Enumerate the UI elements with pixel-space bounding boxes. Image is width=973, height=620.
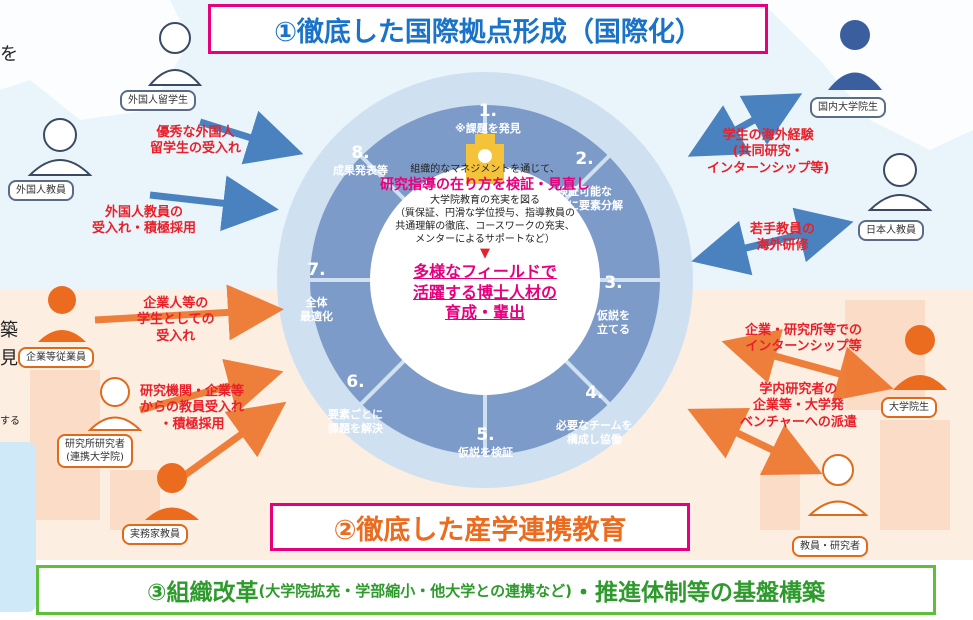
segment-4: 4. 必要なチームを 構成し協働 xyxy=(556,368,633,447)
label-faculty-from-corp: 研究機関・企業等 からの教員受入れ ・積極採用 xyxy=(140,384,245,432)
segment-5-number: 5. xyxy=(476,425,495,445)
grad-student-avatar xyxy=(893,325,947,390)
segment-2-text: 検証可能な 問いに要素分解 xyxy=(546,184,623,212)
person-grad-student: 大学院生 xyxy=(881,395,937,418)
person-jp-faculty: 日本人教員 xyxy=(858,218,924,241)
center-line-4c: メンターによるサポートなど） xyxy=(415,234,555,246)
banner-organizational-reform: ③組織改革 (大学院拡充・学部縮小・他大学との連携など) ・推進体制等の基盤構築 xyxy=(36,565,936,615)
arrow-intl-students xyxy=(198,110,304,165)
intl-faculty-label: 外国人教員 xyxy=(8,180,74,201)
intl-faculty-avatar xyxy=(27,118,93,176)
domestic-grad-label: 国内大学院生 xyxy=(810,97,886,118)
cropped-text-mid-a: 築 xyxy=(0,320,18,341)
label-internship: 企業・研究所等での インターンシップ等 xyxy=(745,323,863,355)
person-intl-student: 外国人留学生 xyxy=(120,88,196,111)
person-research-inst: 研究所研究者 (連携大学院) xyxy=(57,434,133,468)
banner3-tail: ・推進体制等の基盤構築 xyxy=(572,580,826,606)
intl-student-label: 外国人留学生 xyxy=(120,90,196,111)
label-dispatch: 学内研究者の 企業等・大学発 ベンチャーへの派遣 xyxy=(740,382,857,430)
label-young-faculty: 若手教員の 海外研修 xyxy=(750,222,816,254)
banner-industry-academia: ②徹底した産学連携教育 xyxy=(270,503,690,551)
center-line-5a: 多様なフィールドで xyxy=(413,261,557,281)
corp-employee-avatar xyxy=(38,286,86,342)
label-overseas-exp: 学生の海外経験 (共同研究・ インターンシップ等) xyxy=(707,128,830,176)
domestic-grad-avatar xyxy=(828,20,882,90)
grad-student-label: 大学院生 xyxy=(881,397,937,418)
center-line-2: 研究指導の在り方を検証・見直し xyxy=(380,177,590,193)
arrow-research-inst xyxy=(139,358,284,414)
segment-4-number: 4. xyxy=(585,383,604,404)
segment-8: 8. 成果発表等 xyxy=(333,142,388,178)
center-line-5c: 育成・輩出 xyxy=(444,303,525,323)
arrow-practitioner xyxy=(182,401,287,478)
person-faculty-researcher: 教員・研究者 xyxy=(792,534,868,557)
faculty-researcher-avatar xyxy=(807,454,869,516)
person-practitioner: 実務家教員 xyxy=(122,522,188,545)
orange-arrows xyxy=(94,284,894,478)
banner3-paren: (大学院拡充・学部縮小・他大学との連携など) xyxy=(258,581,573,600)
segment-8-number: 8. xyxy=(351,143,370,163)
label-accept-intl: 優秀な外国人 留学生の受入れ xyxy=(150,125,242,157)
map-landmass-right xyxy=(760,0,973,150)
jp-faculty-label: 日本人教員 xyxy=(858,220,924,241)
cropped-text-small: する xyxy=(0,416,20,427)
person-intl-faculty: 外国人教員 xyxy=(8,178,74,201)
practitioner-avatar xyxy=(145,463,199,520)
segment-5: 5. 仮説を検証 xyxy=(458,424,513,460)
center-line-3: 大学院教育の充実を図る xyxy=(430,195,540,207)
segment-4-text: 必要なチームを 構成し協働 xyxy=(556,418,633,446)
center-line-1: 組織的なマネジメントを通じて、 xyxy=(410,164,560,175)
segment-3-text: 仮説を 立てる xyxy=(597,308,630,336)
person-corp-employee: 企業等従業員 xyxy=(18,345,94,368)
segment-2-number: 2. xyxy=(575,149,594,170)
center-text: 組織的なマネジメントを通じて、 研究指導の在り方を検証・見直し 大学院教育の充実… xyxy=(360,163,610,324)
cropped-text-top: を xyxy=(0,44,18,65)
arrow-intl-faculty xyxy=(149,175,279,232)
center-line-4b: 共通理解の徹底、コースワークの充実、 xyxy=(395,221,575,233)
blue-arrows xyxy=(149,93,854,276)
person-domestic-grad: 国内大学院生 xyxy=(810,95,886,118)
intl-student-avatar xyxy=(147,22,203,86)
segment-7: 7. 全体 最適化 xyxy=(300,245,333,324)
research-inst-label: 研究所研究者 (連携大学院) xyxy=(57,434,133,468)
side-panel xyxy=(0,442,36,612)
segment-6-text: 要素ごとに 課題を解決 xyxy=(328,407,383,435)
segment-3-number: 3. xyxy=(604,273,623,294)
segment-1-number: 1. xyxy=(478,101,497,121)
cycle-wheel xyxy=(277,72,693,488)
practitioner-label: 実務家教員 xyxy=(122,524,188,545)
jp-faculty-avatar xyxy=(867,153,933,211)
center-line-5b: 活躍する博士人材の xyxy=(412,282,557,302)
segment-3: 3. 仮説を 立てる xyxy=(597,258,630,337)
banner-internationalization: ①徹底した国際拠点形成（国際化） xyxy=(208,4,768,54)
arrow-corp-employee xyxy=(94,284,284,341)
cropped-text-mid-b: 見 xyxy=(0,348,18,369)
segment-1: 1. ※課題を発見 xyxy=(455,100,521,136)
segment-5-text: 仮説を検証 xyxy=(458,446,513,460)
wheel-center-disc xyxy=(370,165,600,395)
segment-8-text: 成果発表等 xyxy=(333,164,388,178)
down-triangle-icon: ▼ xyxy=(480,246,490,262)
segment-7-number: 7. xyxy=(307,260,326,281)
segment-2: 2. 検証可能な 問いに要素分解 xyxy=(546,134,623,213)
segment-1-text: ※課題を発見 xyxy=(455,122,521,136)
clock-icon xyxy=(478,149,492,163)
segment-6: 6. 要素ごとに 課題を解決 xyxy=(328,357,383,436)
faculty-researcher-label: 教員・研究者 xyxy=(792,536,868,557)
label-corp-as-students: 企業人等の 学生としての 受入れ xyxy=(137,296,215,344)
research-inst-avatar xyxy=(87,377,143,431)
banner3-main: ③組織改革 xyxy=(146,580,259,606)
corp-employee-label: 企業等従業員 xyxy=(18,347,94,368)
segment-6-number: 6. xyxy=(346,372,365,393)
label-accept-intl-faculty: 外国人教員の 受入れ・積極採用 xyxy=(92,205,197,237)
center-line-4a: （質保証、円滑な学位授与、指導教員の xyxy=(395,208,575,220)
segment-7-text: 全体 最適化 xyxy=(300,295,333,323)
